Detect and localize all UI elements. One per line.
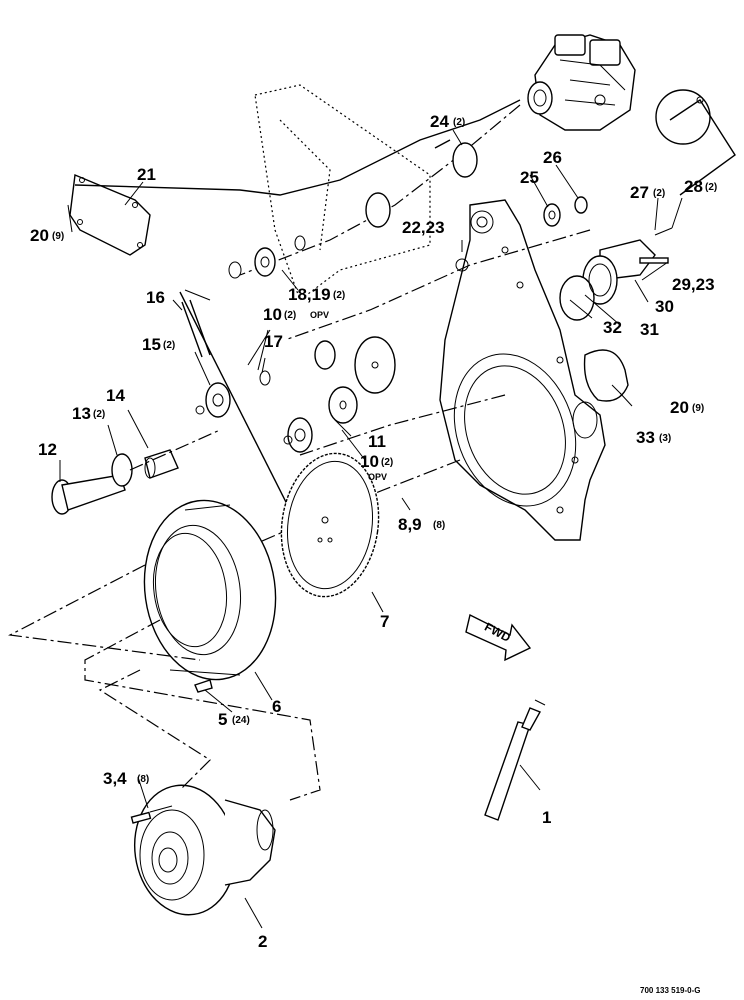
round-cover [583,349,629,402]
drive-chain [179,289,296,521]
callout-20-right: 20 [670,398,689,417]
callout-5-qty: (24) [232,715,250,726]
callout-15: 15 [142,335,161,354]
callout-10-lower: 10 [360,452,379,471]
callout-labels: 1 2 3,4 (8) 5 (24) 6 7 8,9 (8) 10 (2) OP… [30,112,717,995]
callout-5: 5 [218,710,227,729]
cover-plate [69,173,151,256]
callout-6: 6 [272,697,281,716]
callout-28-qty: (2) [705,182,717,193]
callout-13-qty: (2) [93,409,105,420]
drawing-reference-number: 700 133 519-0-G [640,986,701,995]
coupling-housing [143,499,277,681]
mounting-frame-outline [254,84,431,301]
callout-24-qty: (2) [453,117,465,128]
callout-27: 27 [630,183,649,202]
callout-20-left: 20 [30,226,49,245]
callout-33: 33 [636,428,655,447]
bearing-washer [543,196,588,227]
callout-18-19-qty: (2) [333,290,345,301]
callout-2: 2 [258,932,267,951]
hub-bolt [130,805,173,824]
callout-15-qty: (2) [163,340,175,351]
callout-1: 1 [542,808,551,827]
callout-25: 25 [520,168,539,187]
forward-arrow [465,613,532,662]
callout-10-upper-qty: (2) [284,310,296,321]
callout-18-19: 18,19 [288,285,331,304]
callout-31: 31 [640,320,659,339]
callout-24: 24 [430,112,449,131]
callout-29-23: 29,23 [672,275,715,294]
seal-disc [228,142,478,279]
hub-center-lines [8,564,321,801]
callout-27-qty: (2) [653,188,665,199]
callout-20-left-qty: (9) [52,231,64,242]
callout-13: 13 [72,404,91,423]
callout-32: 32 [603,318,622,337]
upper-sprocket [254,247,276,277]
callout-16: 16 [146,288,165,307]
callout-14: 14 [106,386,125,405]
callout-10-lower-note: OPV [368,472,387,482]
callout-8-9: 8,9 [398,515,422,534]
callout-3-4: 3,4 [103,769,127,788]
callout-17: 17 [264,332,283,351]
callout-22-23: 22,23 [402,218,445,237]
callout-33-qty: (3) [659,433,671,444]
drive-shaft [51,429,221,515]
callout-10-upper-note: OPV [310,310,329,320]
callout-28: 28 [684,177,703,196]
drive-hub [133,784,276,916]
callout-20-right-qty: (9) [692,403,704,414]
spacer-discs [259,336,396,424]
tensioner-assembly [559,227,673,321]
callout-3-4-qty: (8) [137,774,149,785]
callout-7: 7 [380,612,389,631]
leader-lines [59,129,683,929]
callout-12: 12 [38,440,57,459]
callout-21: 21 [137,165,156,184]
callout-10-upper: 10 [263,305,282,324]
callout-30: 30 [655,297,674,316]
sprocket-right [283,417,313,453]
callout-10-lower-qty: (2) [381,457,393,468]
callout-26: 26 [543,148,562,167]
inspection-cover [655,89,736,196]
callout-11: 11 [368,432,386,451]
drive-housing [439,199,606,541]
sprocket-left [195,382,231,418]
large-sprocket [280,452,380,598]
grease-gun [484,699,546,821]
hydraulic-pump [527,34,636,131]
callout-8-9-qty: (8) [433,520,445,531]
housing-bolt [194,679,213,693]
assembly-center-lines [74,99,591,556]
